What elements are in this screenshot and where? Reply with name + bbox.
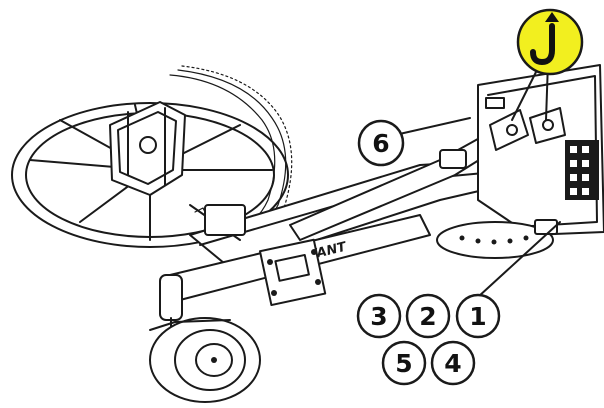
callout-1-leader <box>477 221 561 298</box>
rake-wheel <box>11 65 293 248</box>
callout-6: 6 <box>357 119 405 167</box>
callout-6-leader <box>394 117 471 136</box>
callout-5: 5 <box>381 340 427 386</box>
warning-decals <box>565 140 599 200</box>
lifting-hook-icon <box>530 12 559 66</box>
support-wheel <box>149 274 261 403</box>
callout-4: 4 <box>430 340 476 386</box>
main-frame: AVANT <box>169 134 506 307</box>
svg-text:2: 2 <box>419 302 436 331</box>
attachment-plate <box>436 64 604 259</box>
svg-text:1: 1 <box>469 302 486 331</box>
svg-text:6: 6 <box>372 129 389 158</box>
callout-2: 2 <box>405 293 451 339</box>
callout-1: 1 <box>455 293 501 339</box>
svg-text:4: 4 <box>444 349 461 378</box>
svg-text:5: 5 <box>395 349 412 378</box>
callout-3: 3 <box>356 293 402 339</box>
svg-text:3: 3 <box>370 302 387 331</box>
lifting-point-symbol <box>511 8 584 121</box>
